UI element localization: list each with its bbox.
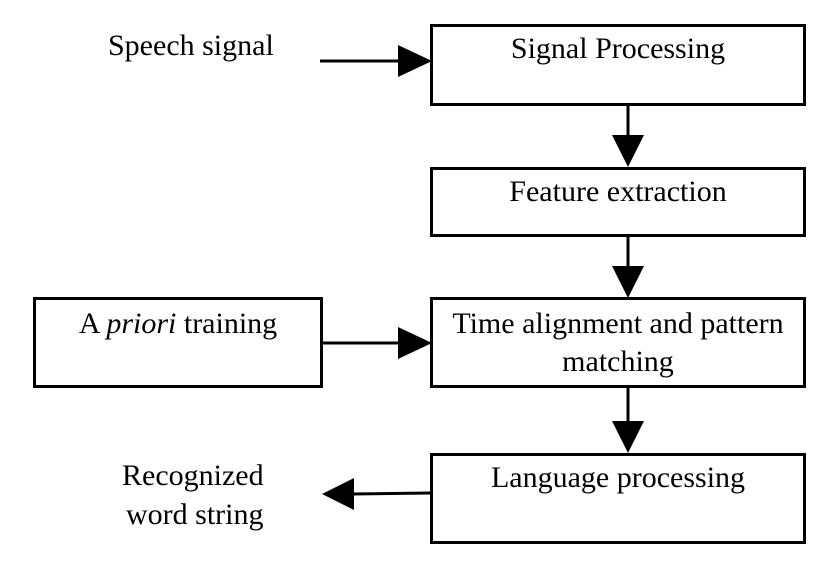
time-alignment-line1: Time alignment and pattern — [452, 307, 784, 340]
feature-extraction-box: Feature extraction — [430, 167, 806, 237]
signal-processing-label: Signal Processing — [510, 32, 726, 65]
arrow-signal-to-feature — [612, 105, 644, 167]
recognized-label-line2: word string — [126, 498, 264, 531]
feature-extraction-label: Feature extraction — [509, 175, 727, 208]
language-processing-label: Language processing — [490, 461, 746, 494]
recognized-label-line1: Recognized — [122, 459, 264, 492]
priori-training-label: A priori training — [78, 307, 278, 340]
arrow-feature-to-time-alignment — [612, 235, 644, 298]
time-alignment-box: Time alignment and pattern matching — [430, 297, 806, 388]
speech-signal-label: Speech signal — [108, 29, 274, 62]
priori-italic: priori — [106, 307, 177, 340]
signal-processing-box: Signal Processing — [430, 24, 806, 106]
arrow-time-alignment-to-language — [612, 386, 644, 453]
arrow-input-to-signal-processing — [320, 45, 432, 77]
priori-training-box: A priori training — [33, 297, 323, 388]
arrow-training-to-time-alignment — [320, 327, 432, 359]
language-processing-box: Language processing — [430, 453, 806, 544]
arrow-language-to-output — [322, 478, 433, 510]
time-alignment-line2: matching — [562, 345, 674, 378]
